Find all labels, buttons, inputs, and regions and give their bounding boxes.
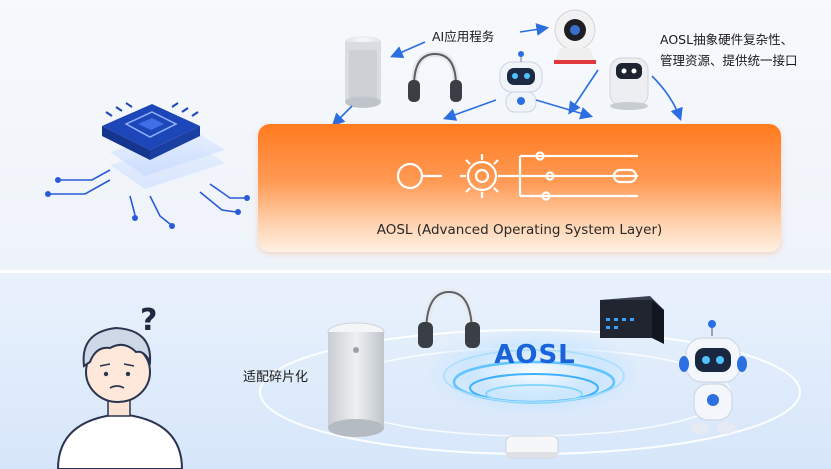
hub-device-icon: [505, 435, 559, 459]
network-box-icon: [600, 296, 664, 344]
ai-apps-label: AI应用程务: [432, 29, 495, 44]
question-mark: ?: [140, 303, 157, 338]
fragmentation-label: 适配碎片化: [243, 370, 309, 385]
headphones-icon: [408, 50, 462, 102]
bottom-illustration: ?: [56, 287, 801, 469]
aosl-description: AOSL抽象硬件复杂性、 管理资源、提供统一接口: [660, 29, 798, 71]
aosl-layer-bar: AOSL (Advanced Operating System Layer): [258, 124, 781, 252]
person-icon: [56, 326, 184, 469]
gear-icon: [460, 154, 504, 198]
aosl-bar-graphics: [396, 151, 638, 201]
aosl-description-line1: AOSL抽象硬件复杂性、: [660, 32, 794, 47]
smart-speaker-icon: [345, 36, 381, 108]
top-illustration: [45, 9, 683, 229]
aosl-logo-text: AOSL: [494, 340, 576, 370]
aosl-description-line2: 管理资源、提供统一接口: [660, 53, 798, 68]
router-box-icon: [609, 57, 649, 110]
connection-arrows: [331, 23, 683, 127]
smart-speaker-icon: [327, 322, 385, 437]
chip-icon: [45, 102, 250, 229]
aosl-bar-title: AOSL (Advanced Operating System Layer): [376, 222, 663, 238]
panel-divider: [0, 270, 831, 273]
robot-icon: [499, 51, 543, 113]
robot-icon: [679, 320, 747, 434]
headphones-icon: [418, 287, 480, 348]
camera-icon: [554, 9, 596, 64]
